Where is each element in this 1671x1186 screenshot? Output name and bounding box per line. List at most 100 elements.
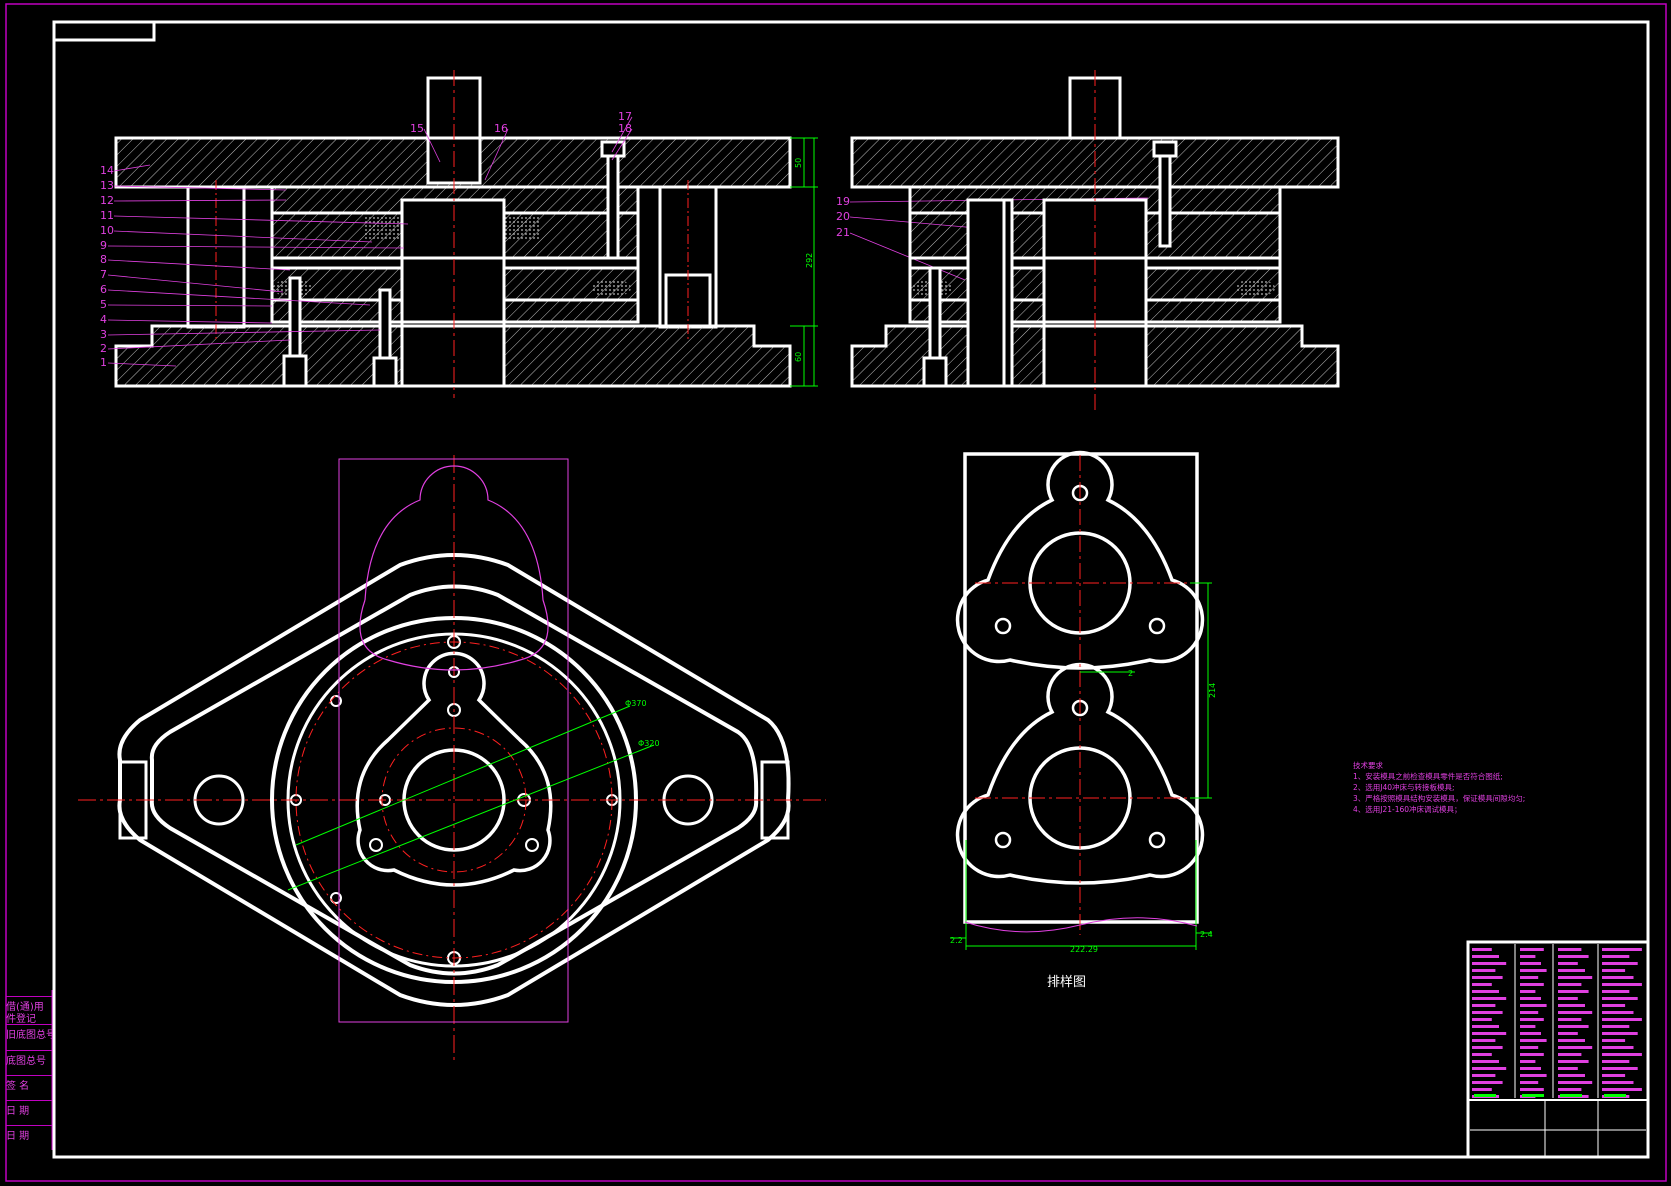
bom-cell [1602,1060,1630,1063]
bom-cell [1602,1046,1634,1049]
part-number-8: 8 [100,253,107,266]
dia-leader-370 [295,705,631,846]
leader-line-2 [107,339,291,350]
bom-cell [1558,1088,1582,1091]
bom-cell [1558,1053,1582,1056]
bom-cell [1472,976,1503,979]
blank-outline [338,458,569,1023]
drawing-frame [52,20,1650,1159]
leader-line-11 [113,215,409,225]
bom-cell [1602,1011,1634,1014]
leader-line-10 [113,230,373,243]
bom-cell [1520,1011,1539,1014]
bom-cell [1602,955,1630,958]
bom-cell [1520,997,1541,1000]
bom-cell [1602,983,1642,986]
bom-cell [1520,1025,1536,1028]
bom-cell [1472,969,1496,972]
part-number-19: 19 [836,195,850,208]
bom-cell [1472,962,1507,965]
part-number-11: 11 [100,209,114,222]
bom-cell [1520,1018,1544,1021]
tech-note-line: 2、选用J40冲床与转接板模具; [1353,783,1455,792]
side-cell-1: 借(通)用 [6,996,52,1019]
leader-line-12 [113,199,287,202]
corner-code-box [52,20,156,42]
leader-line-1 [107,362,177,367]
part-number-14: 14 [100,164,114,177]
bom-cell [1520,969,1547,972]
tech-note-line: 1、安装模具之前检查模具零件是否符合图纸; [1353,772,1503,781]
dim-gap: 2 [1128,669,1133,678]
dia-leader-320 [287,744,655,891]
side-cell-7: 日 期 [6,1125,52,1148]
blank-lobe [359,465,549,671]
bom-cell [1520,955,1536,958]
bom-cell [1520,962,1541,965]
part-number-5: 5 [100,298,107,311]
part-number-7: 7 [100,268,107,281]
part-number-13: 13 [100,179,114,192]
bom-cell [1558,1074,1585,1077]
bom-cell [1520,948,1544,951]
die-plate-circle [286,632,622,968]
side-cell-5: 签 名 [6,1075,52,1098]
bom-header-cell [1604,1094,1626,1097]
part-number-4: 4 [100,313,107,326]
side-cell-2: 件登记 [6,1014,36,1025]
technical-requirements: 技术要求 1、安装模具之前检查模具零件是否符合图纸; 2、选用J40冲床与转接板… [1353,760,1525,815]
bom-cell [1520,983,1544,986]
bom-cell [1558,1032,1578,1035]
leader-line-8 [107,259,291,271]
bom-cell [1558,969,1585,972]
bom-cell [1558,1004,1585,1007]
bom-cell [1520,976,1539,979]
part-number-17: 17 [618,110,632,123]
bom-cell [1558,1025,1589,1028]
leader-line-6 [107,289,371,306]
side-cell-6: 日 期 [6,1100,52,1123]
bom-cell [1520,1039,1547,1042]
bom-cell [1472,1046,1503,1049]
bom-cell [1602,990,1630,993]
bom-cell [1602,1039,1626,1042]
part-number-6: 6 [100,283,107,296]
dim-lower-plate: 60 [794,352,803,362]
title-block [1466,940,1650,1159]
bom-cell [1602,1081,1634,1084]
bom-cell [1520,1046,1539,1049]
trefoil-punch-outline [355,651,553,887]
bom-cell [1520,1032,1541,1035]
bom-cell [1558,955,1589,958]
bom-cell [1558,948,1582,951]
leader-line-17 [611,116,633,153]
bom-cell [1558,1081,1593,1084]
leader-line-18 [611,128,633,161]
part-number-1: 1 [100,356,107,369]
bom-cell [1472,983,1492,986]
part-number-2: 2 [100,342,107,355]
side-cell-4: 底图总号 [6,1050,52,1073]
bom-cell [1472,1004,1496,1007]
leader-line-16 [484,128,509,181]
bom-cell [1602,1053,1642,1056]
bom-cell [1472,1018,1492,1021]
bom-rows [1472,948,1642,1098]
tech-notes-heading: 技术要求 [1353,761,1383,770]
dim-strip-width: 222.29 [1070,945,1098,954]
leader-line-13 [113,185,287,191]
bom-header-cell [1522,1094,1544,1097]
part-number-3: 3 [100,328,107,341]
bom-cell [1602,1067,1638,1070]
bom-cell [1472,1032,1507,1035]
bom-cell [1602,1025,1630,1028]
bom-cell [1602,969,1626,972]
dim-edge-left: 2.2 [950,936,963,945]
outer-border [5,3,1667,1182]
leader-line-3 [107,329,381,336]
bom-cell [1558,997,1578,1000]
bom-cell [1472,1088,1492,1091]
bom-cell [1602,1018,1642,1021]
part-number-16: 16 [494,122,508,135]
